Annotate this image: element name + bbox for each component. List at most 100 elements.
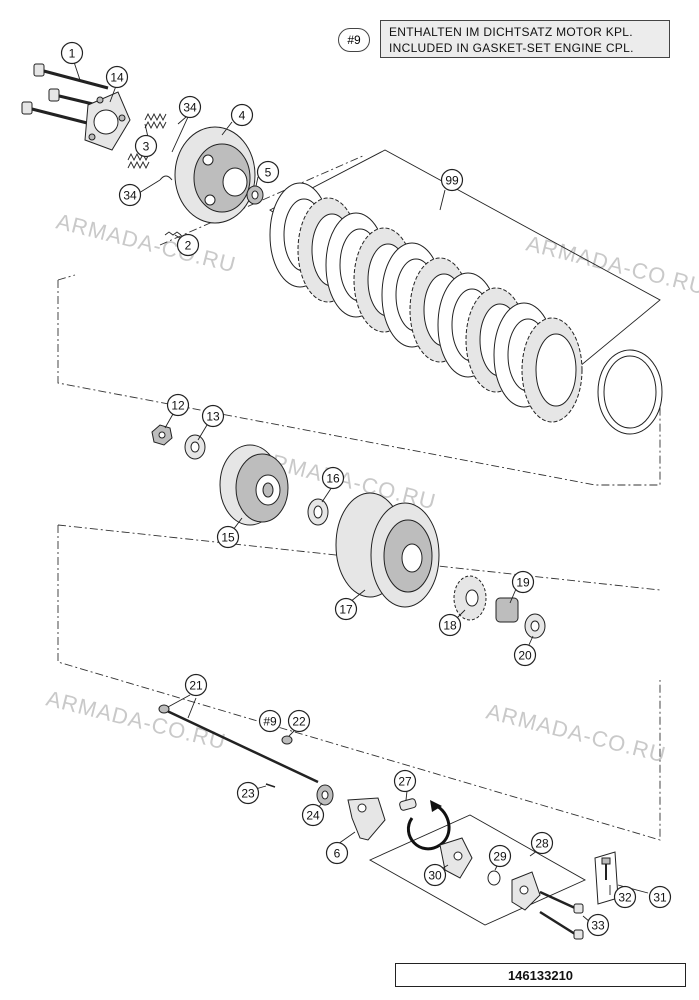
inner-clutch-hub (219, 444, 289, 526)
callout-circle (258, 709, 282, 733)
callout-circle (287, 709, 311, 733)
thrust-washer (307, 498, 329, 526)
callout-c2: 2 (176, 233, 200, 257)
clutch-plate-pack (269, 182, 583, 423)
callout-c5: 5 (256, 160, 280, 184)
group-frame-plates (57, 274, 76, 281)
callout-c1: 1 (60, 41, 84, 65)
callout-circle (118, 183, 142, 207)
callout-circle (230, 103, 254, 127)
document-number: 146133210 (395, 963, 686, 987)
callout-c31: 31 (648, 885, 672, 909)
callout-number: 5 (265, 166, 272, 180)
callout-number: 28 (535, 837, 549, 851)
callout-circle (201, 404, 225, 428)
callout-c22: 22 (287, 709, 311, 733)
callout-number: 99 (445, 174, 459, 188)
callout-c12: 12 (166, 393, 190, 417)
spring-clip (159, 175, 173, 181)
callout-c15: 15 (216, 525, 240, 549)
callout-circle (134, 134, 158, 158)
gasket-set-note: ENTHALTEN IM DICHTSATZ MOTOR KPL. INCLUD… (380, 20, 670, 58)
callout-circle (236, 781, 260, 805)
clutch-basket (335, 492, 440, 608)
callout-c24: 24 (301, 803, 325, 827)
callout-c28: 28 (530, 831, 554, 855)
clutch-cover (174, 126, 256, 224)
basket-washer (524, 613, 546, 639)
callout-c14: 14 (105, 65, 129, 89)
callout-number: 18 (443, 619, 457, 633)
push-rod-bearing (316, 784, 334, 806)
callout-number: 32 (618, 891, 632, 905)
watermark-text: ARMADA-CO.RU (44, 686, 229, 755)
callout-c4: 4 (230, 103, 254, 127)
clutch-plate-bore (535, 333, 577, 407)
release-lever (347, 797, 386, 841)
callout-number: #9 (263, 715, 277, 729)
callout-c6: 6 (325, 841, 349, 865)
callout-circle (513, 643, 537, 667)
callout-number: 1 (69, 47, 76, 61)
clutch-springs (127, 112, 167, 170)
callout-c20: 20 (513, 643, 537, 667)
callout-c9: #9 (258, 709, 282, 733)
lock-washer (184, 434, 206, 460)
callout-number: 15 (221, 531, 235, 545)
callout-number: 13 (206, 410, 220, 424)
housing-screws (539, 890, 584, 940)
callout-circle (256, 160, 280, 184)
small-pin (265, 783, 276, 788)
callout-number: 29 (493, 850, 507, 864)
callout-circle (176, 233, 200, 257)
o-ring (281, 735, 293, 745)
callout-number: 30 (428, 869, 442, 883)
callout-circle (488, 844, 512, 868)
callout-circle (511, 570, 535, 594)
cam-o-ring (487, 870, 501, 886)
callout-c99: 99 (440, 168, 464, 192)
callout-circle (423, 863, 447, 887)
group-frame-cover (159, 154, 366, 246)
note-line-de: ENTHALTEN IM DICHTSATZ MOTOR KPL. (389, 25, 633, 39)
callout-c17: 17 (334, 597, 358, 621)
group-frame-basket (57, 525, 661, 841)
callout-circle (648, 885, 672, 909)
callout-c32: 32 (613, 885, 637, 909)
callout-number: 16 (326, 472, 340, 486)
callout-c13: 13 (201, 404, 225, 428)
callout-number: 21 (189, 679, 203, 693)
callout-c34b: 34 (118, 183, 142, 207)
callout-c30: 30 (423, 863, 447, 887)
callout-number: 33 (591, 919, 605, 933)
clutch-nut (151, 424, 173, 446)
release-assembly-frame (369, 814, 586, 926)
callout-circle (440, 168, 464, 192)
push-rod (158, 704, 319, 784)
callout-circle (393, 769, 417, 793)
callout-circle (60, 41, 84, 65)
callout-circle (105, 65, 129, 89)
callout-number: 3 (143, 140, 150, 154)
release-cam (439, 837, 473, 879)
callout-circle (334, 597, 358, 621)
callout-number: 24 (306, 809, 320, 823)
callout-circle (321, 466, 345, 490)
callout-c27: 27 (393, 769, 417, 793)
callout-c23: 23 (236, 781, 260, 805)
callout-c29: 29 (488, 844, 512, 868)
callout-circle (438, 613, 462, 637)
callout-number: 27 (398, 775, 412, 789)
callout-circle (586, 913, 610, 937)
callout-number: 23 (241, 787, 255, 801)
callout-circle (301, 803, 325, 827)
callout-number: 20 (518, 649, 532, 663)
callout-c33: 33 (586, 913, 610, 937)
callout-c34a: 34 (178, 95, 202, 119)
callout-number: 12 (171, 399, 185, 413)
callout-circle (530, 831, 554, 855)
callout-c21: 21 (184, 673, 208, 697)
small-spring (164, 231, 182, 236)
